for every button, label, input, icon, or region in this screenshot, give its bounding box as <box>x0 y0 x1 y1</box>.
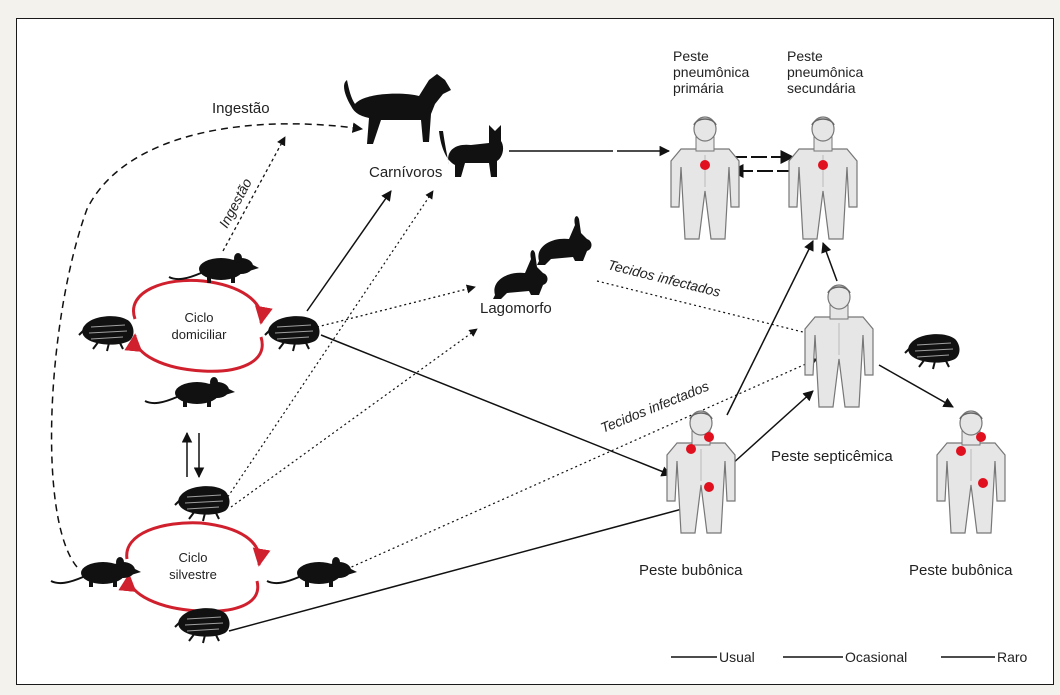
label-peste-bubonica-1: Peste bubônica <box>639 562 743 579</box>
label-carnivoros: Carnívoros <box>369 164 442 181</box>
edge-flea-carnivoros <box>307 191 391 311</box>
label-peste-bubonica-2: Peste bubônica <box>909 562 1013 579</box>
legend-usual: Usual <box>719 649 755 665</box>
human-figure-icon <box>805 285 873 407</box>
cat-icon <box>439 125 503 177</box>
legend-raro: Raro <box>997 649 1028 665</box>
plague-transmission-diagram: Ciclo domiciliar Ciclo silvestre <box>17 19 1053 684</box>
label-tecidos-infectados-1: Tecidos infectados <box>606 256 722 299</box>
svg-text:Peste: Peste <box>673 48 709 64</box>
edge-sflea-carnivoros <box>225 191 433 501</box>
ciclo-domiciliar: Ciclo domiciliar <box>134 280 263 371</box>
rat-icon <box>145 377 235 407</box>
ciclo-domiciliar-line2: domiciliar <box>172 327 228 342</box>
svg-text:pneumônica: pneumônica <box>673 64 749 80</box>
label-peste-secundaria: Peste pneumônica secundária <box>787 48 863 96</box>
svg-text:pneumônica: pneumônica <box>787 64 863 80</box>
label-peste-primaria: Peste pneumônica primária <box>673 48 749 96</box>
label-lagomorfo: Lagomorfo <box>480 300 552 317</box>
flea-icon <box>175 608 230 643</box>
legend-ocasional: Ocasional <box>845 649 907 665</box>
human-figure-icon <box>671 117 739 239</box>
edge-sflea-lagomorfo <box>231 329 477 507</box>
flea-icon <box>175 486 230 521</box>
svg-text:Peste: Peste <box>787 48 823 64</box>
human-figure-icon <box>789 117 857 239</box>
flea-icon <box>265 316 320 351</box>
ciclo-silvestre-line2: silvestre <box>169 567 217 582</box>
rabbit-icon <box>537 216 592 265</box>
rat-icon <box>51 557 141 587</box>
ciclo-domiciliar-line1: Ciclo <box>185 310 214 325</box>
label-ingestao: Ingestão <box>212 100 270 117</box>
dog-icon <box>344 74 451 144</box>
flea-icon <box>79 316 134 351</box>
rat-icon <box>267 557 357 587</box>
flea-icon <box>905 334 960 369</box>
svg-text:secundária: secundária <box>787 80 856 96</box>
legend: Usual Ocasional Raro <box>671 649 1028 665</box>
edge-septicemica-secundaria <box>823 243 837 281</box>
edge-sflea-bubonica <box>229 505 697 631</box>
edge-flea-bubonica <box>321 335 671 475</box>
rat-icon <box>169 253 259 283</box>
edge-flea-lagomorfo <box>317 287 475 327</box>
svg-text:primária: primária <box>673 80 724 96</box>
ciclo-silvestre-line1: Ciclo <box>179 550 208 565</box>
human-figure-icon <box>667 411 735 533</box>
edge-septicemica-bubonica2 <box>879 365 953 407</box>
diagram-frame: Ciclo domiciliar Ciclo silvestre <box>16 18 1054 685</box>
human-figure-icon <box>937 411 1005 533</box>
edge-bubonica-secundaria <box>727 241 813 415</box>
label-peste-septicemica: Peste septicêmica <box>771 448 893 465</box>
edge-srat-septicemica <box>347 359 817 569</box>
ciclo-silvestre: Ciclo silvestre <box>127 523 260 612</box>
